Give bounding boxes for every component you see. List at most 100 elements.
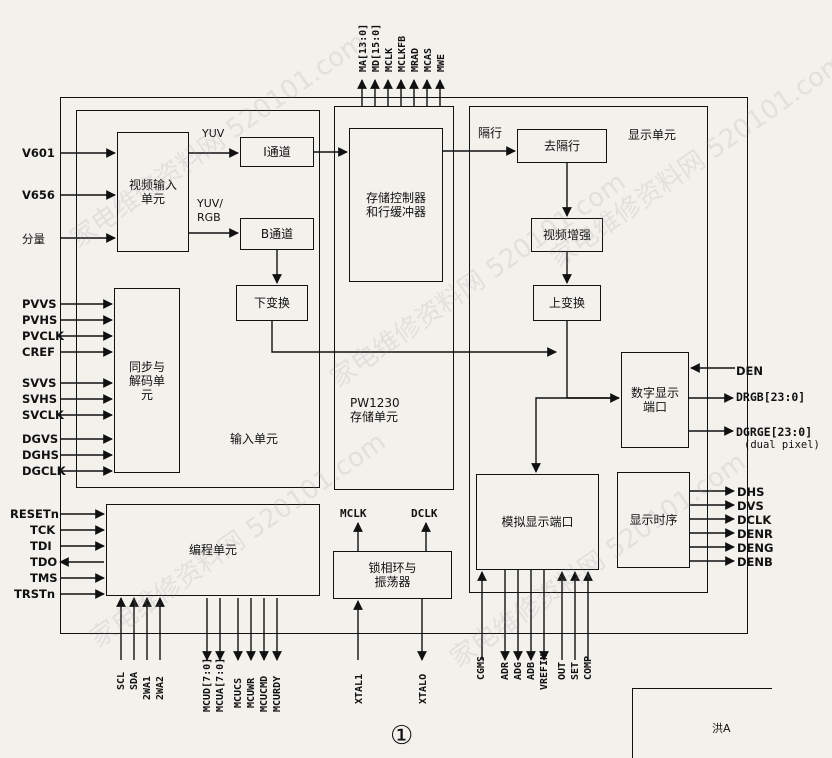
signal-cref: CREF xyxy=(22,345,56,359)
corner-text: 洪A xyxy=(712,722,731,735)
programming-unit-text: 编程单元 xyxy=(188,543,237,557)
pll-oscillator-text: 锁相环与 振荡器 xyxy=(368,561,417,589)
up-convert-block: 上变换 xyxy=(533,285,601,321)
signal-tms: TMS xyxy=(30,571,58,585)
signal-drgb: DRGB[23:0] xyxy=(736,390,806,404)
deinterlace-text: 去隔行 xyxy=(543,139,580,153)
signal-mcucmd: MCUCMD xyxy=(259,675,270,712)
dclk-label: DCLK xyxy=(411,507,438,520)
mclk-label: MCLK xyxy=(340,507,367,520)
signal-mcucs: MCUCS xyxy=(233,677,244,708)
signal-vrefin: VREFIN xyxy=(539,653,550,690)
b-channel-text: B通道 xyxy=(260,227,294,241)
signal-scl: SCL xyxy=(116,671,127,690)
signal-dgrge: DGRGE[23:0] xyxy=(736,425,813,439)
signal-xtalo: XTALO xyxy=(418,673,429,704)
pw1230-label: PW1230 存储单元 xyxy=(350,396,400,424)
corner-fragment xyxy=(632,688,772,758)
signal-denb: DENB xyxy=(737,555,773,569)
i-channel-text: I通道 xyxy=(263,145,291,159)
signal-mcua: MCUA[7:0] xyxy=(215,657,226,712)
interlaced-label: 隔行 xyxy=(478,126,503,140)
signal-dgclk: DGCLK xyxy=(22,464,66,478)
signal-pvhs: PVHS xyxy=(22,313,58,327)
sync-decode-block: 同步与 解码单 元 xyxy=(114,288,180,473)
b-channel-block: B通道 xyxy=(240,218,314,250)
signal-ma: MA[13:0] xyxy=(358,23,369,72)
signal-2wa2: 2WA2 xyxy=(155,675,166,700)
signal-trstn: TRSTn xyxy=(14,587,56,601)
signal-pvvs: PVVS xyxy=(22,297,57,311)
display-timing-block: 显示时序 xyxy=(617,472,690,568)
signal-svhs: SVHS xyxy=(22,392,58,406)
video-enhance-block: 视频增强 xyxy=(531,218,603,252)
memory-controller-text: 存储控制器 和行缓冲器 xyxy=(365,191,426,219)
signal-deng: DENG xyxy=(737,541,774,555)
display-timing-text: 显示时序 xyxy=(629,513,678,527)
signal-dgvs: DGVS xyxy=(22,432,59,446)
signal-mcud: MCUD[7:0] xyxy=(202,657,213,712)
up-convert-text: 上变换 xyxy=(548,296,585,310)
signal-mclk-top: MCLK xyxy=(384,47,395,72)
digital-display-port-text: 数字显示 端口 xyxy=(630,386,679,414)
signal-adg: ADG xyxy=(513,661,524,680)
signal-adr: ADR xyxy=(500,661,511,680)
video-input-text: 视频输入 单元 xyxy=(128,178,177,206)
signal-pvclk: PVCLK xyxy=(22,329,65,343)
signal-set: SET xyxy=(570,661,581,680)
signal-v601: V601 xyxy=(22,146,55,160)
signal-dvs: DVS xyxy=(737,499,764,513)
signal-mwe: MWE xyxy=(436,53,447,72)
signal-cgms: CGMS xyxy=(476,655,487,680)
signal-dghs: DGHS xyxy=(22,448,59,462)
signal-sda: SDA xyxy=(129,671,140,690)
signal-comp: COMP xyxy=(583,655,594,680)
programming-unit-block: 编程单元 xyxy=(106,504,320,596)
sync-decode-text: 同步与 解码单 元 xyxy=(128,359,165,402)
signal-2wa1: 2WA1 xyxy=(142,675,153,700)
chip-outline xyxy=(60,97,748,634)
yuv-label: YUV xyxy=(202,127,225,140)
signal-denr: DENR xyxy=(737,527,773,541)
i-channel-block: I通道 xyxy=(240,137,314,167)
signal-xtal1: XTAL1 xyxy=(354,673,365,704)
memory-unit-frame xyxy=(334,106,454,490)
signal-den: DEN xyxy=(736,364,764,378)
signal-md: MD[15:0] xyxy=(371,23,382,72)
signal-mcurdy: MCURDY xyxy=(272,675,283,712)
signal-component: 分量 xyxy=(22,232,45,246)
signal-svvs: SVVS xyxy=(22,376,57,390)
signal-tdi: TDI xyxy=(30,539,52,553)
display-unit-frame xyxy=(469,106,708,593)
signal-mcas: MCAS xyxy=(423,47,434,72)
signal-mclkfb: MCLKFB xyxy=(397,35,408,72)
signal-adb: ADB xyxy=(526,661,537,680)
signal-resetn: RESETn xyxy=(10,507,59,521)
signal-mrad: MRAD xyxy=(410,47,421,72)
figure-number: ① xyxy=(390,721,414,751)
yuv-rgb-label: YUV/ RGB xyxy=(197,197,224,224)
signal-dclk-out: DCLK xyxy=(737,513,772,527)
digital-display-port-block: 数字显示 端口 xyxy=(621,352,689,448)
memory-controller-block: 存储控制器 和行缓冲器 xyxy=(349,128,443,282)
input-unit-frame xyxy=(76,110,320,488)
analog-display-port-block: 模拟显示端口 xyxy=(476,474,599,570)
signal-tck: TCK xyxy=(30,523,56,537)
down-convert-text: 下变换 xyxy=(253,296,290,310)
pll-oscillator-block: 锁相环与 振荡器 xyxy=(333,551,452,599)
video-enhance-text: 视频增强 xyxy=(542,228,591,242)
signal-v656: V656 xyxy=(22,188,55,202)
signal-out: OUT xyxy=(557,661,568,680)
wire-down-display xyxy=(271,321,557,357)
signal-mcuwr: MCUWR xyxy=(246,677,257,708)
signal-dhs: DHS xyxy=(737,485,765,499)
wire-to-analog xyxy=(531,397,619,473)
video-input-block: 视频输入 单元 xyxy=(117,132,189,252)
signal-svclk: SVCLK xyxy=(22,408,64,422)
analog-display-port-text: 模拟显示端口 xyxy=(501,515,574,529)
deinterlace-block: 去隔行 xyxy=(517,129,607,163)
signal-dual-pixel: (dual pixel) xyxy=(744,439,820,451)
down-convert-block: 下变换 xyxy=(236,285,308,321)
signal-tdo: TDO xyxy=(30,555,58,569)
